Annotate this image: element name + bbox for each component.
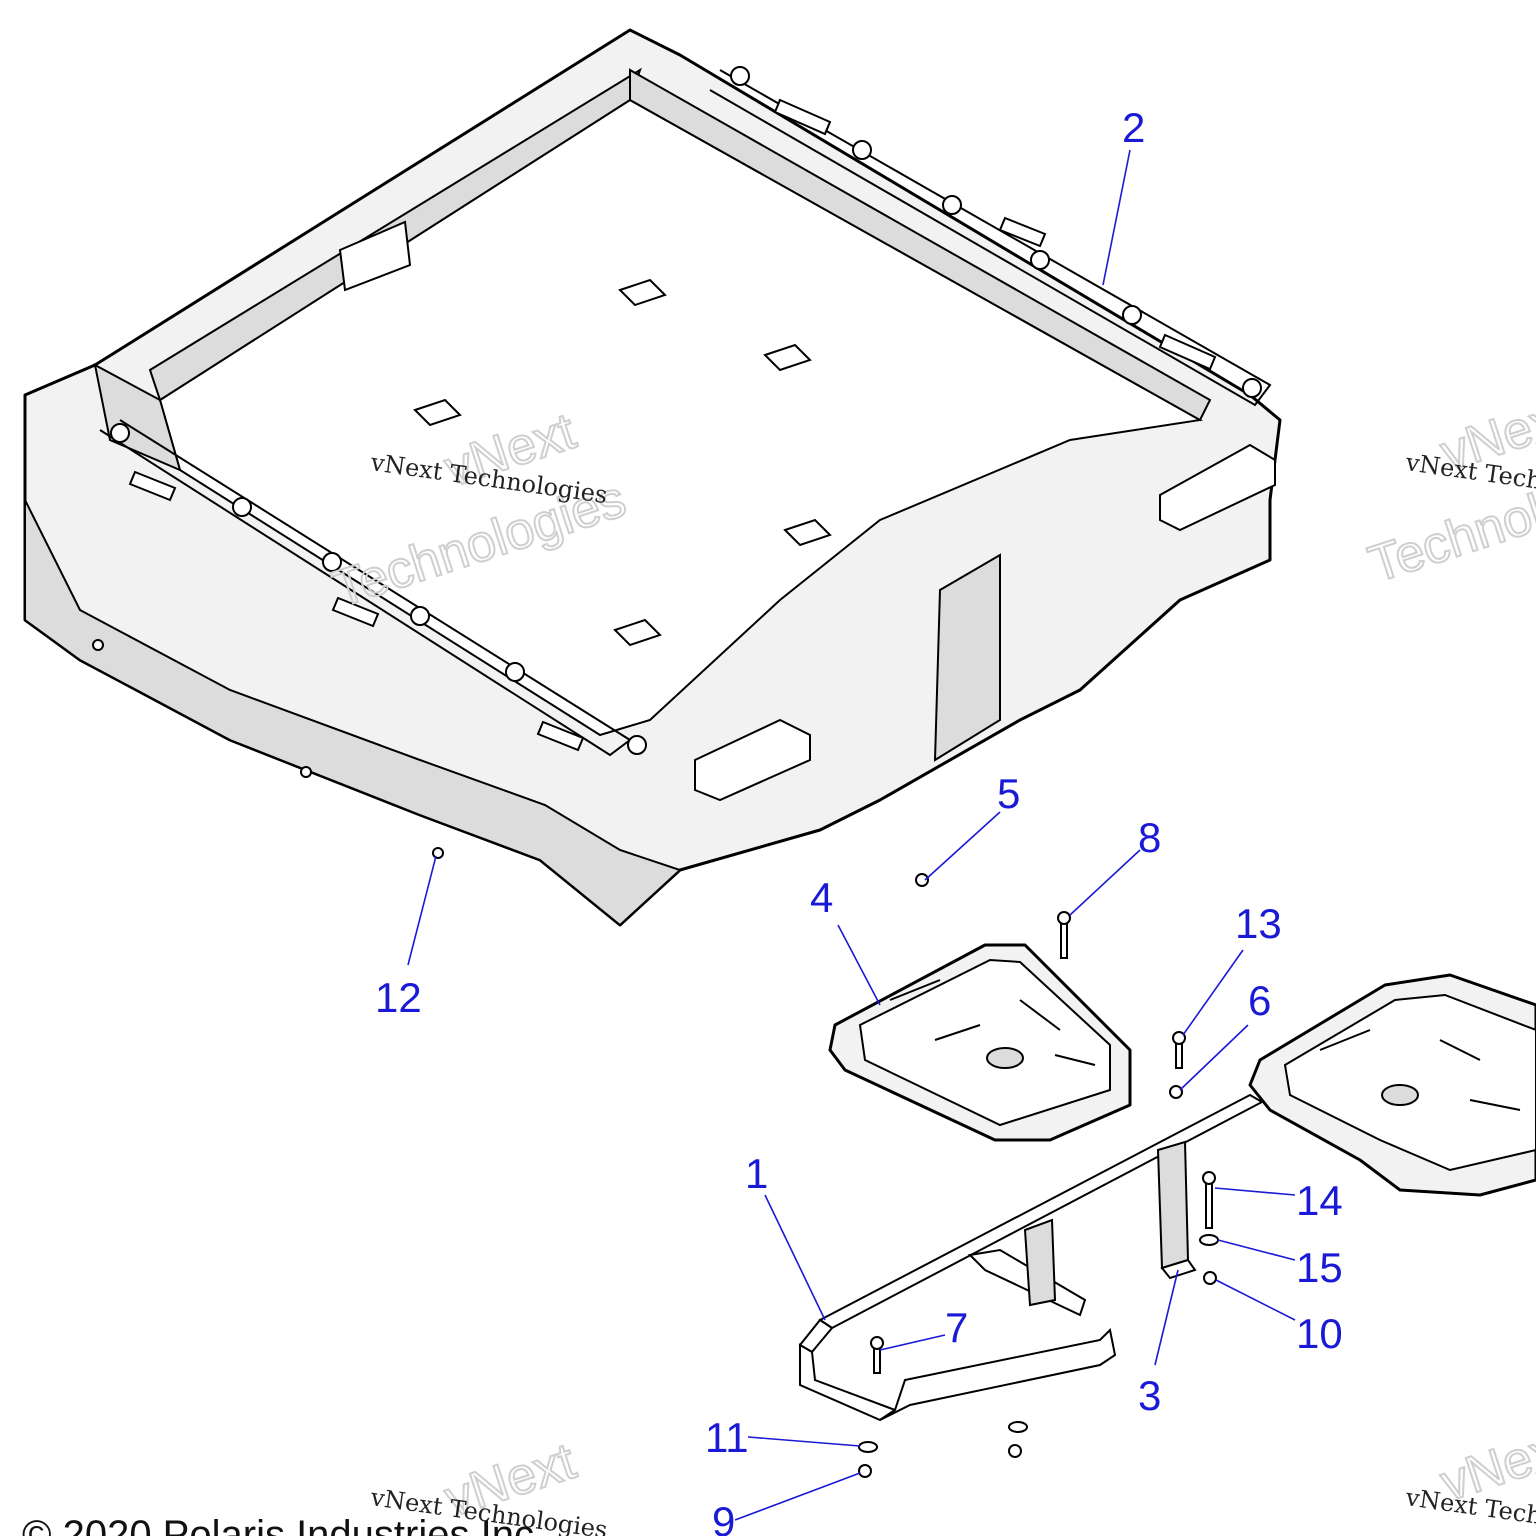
callout-15: 15 [1296, 1244, 1343, 1291]
callout-12: 12 [375, 974, 422, 1021]
mount-pad-right [1248, 973, 1536, 1197]
callout-5: 5 [997, 770, 1020, 817]
callout-2: 2 [1122, 104, 1145, 151]
leader-lines [407, 149, 1296, 1521]
callout-7: 7 [945, 1304, 968, 1351]
mount-pad-left [828, 943, 1132, 1142]
callout-4: 4 [810, 874, 833, 921]
copyright-text: © 2020 Polaris Industries Inc. [22, 1513, 545, 1536]
callout-14: 14 [1296, 1177, 1343, 1224]
fastener-group-12 [92, 639, 444, 859]
callout-8: 8 [1138, 814, 1161, 861]
hardware [858, 873, 1219, 1478]
cargo-box [23, 28, 1282, 927]
callout-13: 13 [1235, 900, 1282, 947]
mount-frame [798, 1093, 1265, 1422]
callout-9: 9 [712, 1498, 735, 1536]
callout-11: 11 [705, 1414, 749, 1461]
callout-labels: 1 2 3 4 5 6 7 8 9 10 11 12 13 14 15 [375, 104, 1343, 1536]
callout-10: 10 [1296, 1310, 1343, 1357]
callout-6: 6 [1248, 977, 1271, 1024]
callout-1: 1 [745, 1150, 768, 1197]
callout-3: 3 [1138, 1372, 1161, 1419]
